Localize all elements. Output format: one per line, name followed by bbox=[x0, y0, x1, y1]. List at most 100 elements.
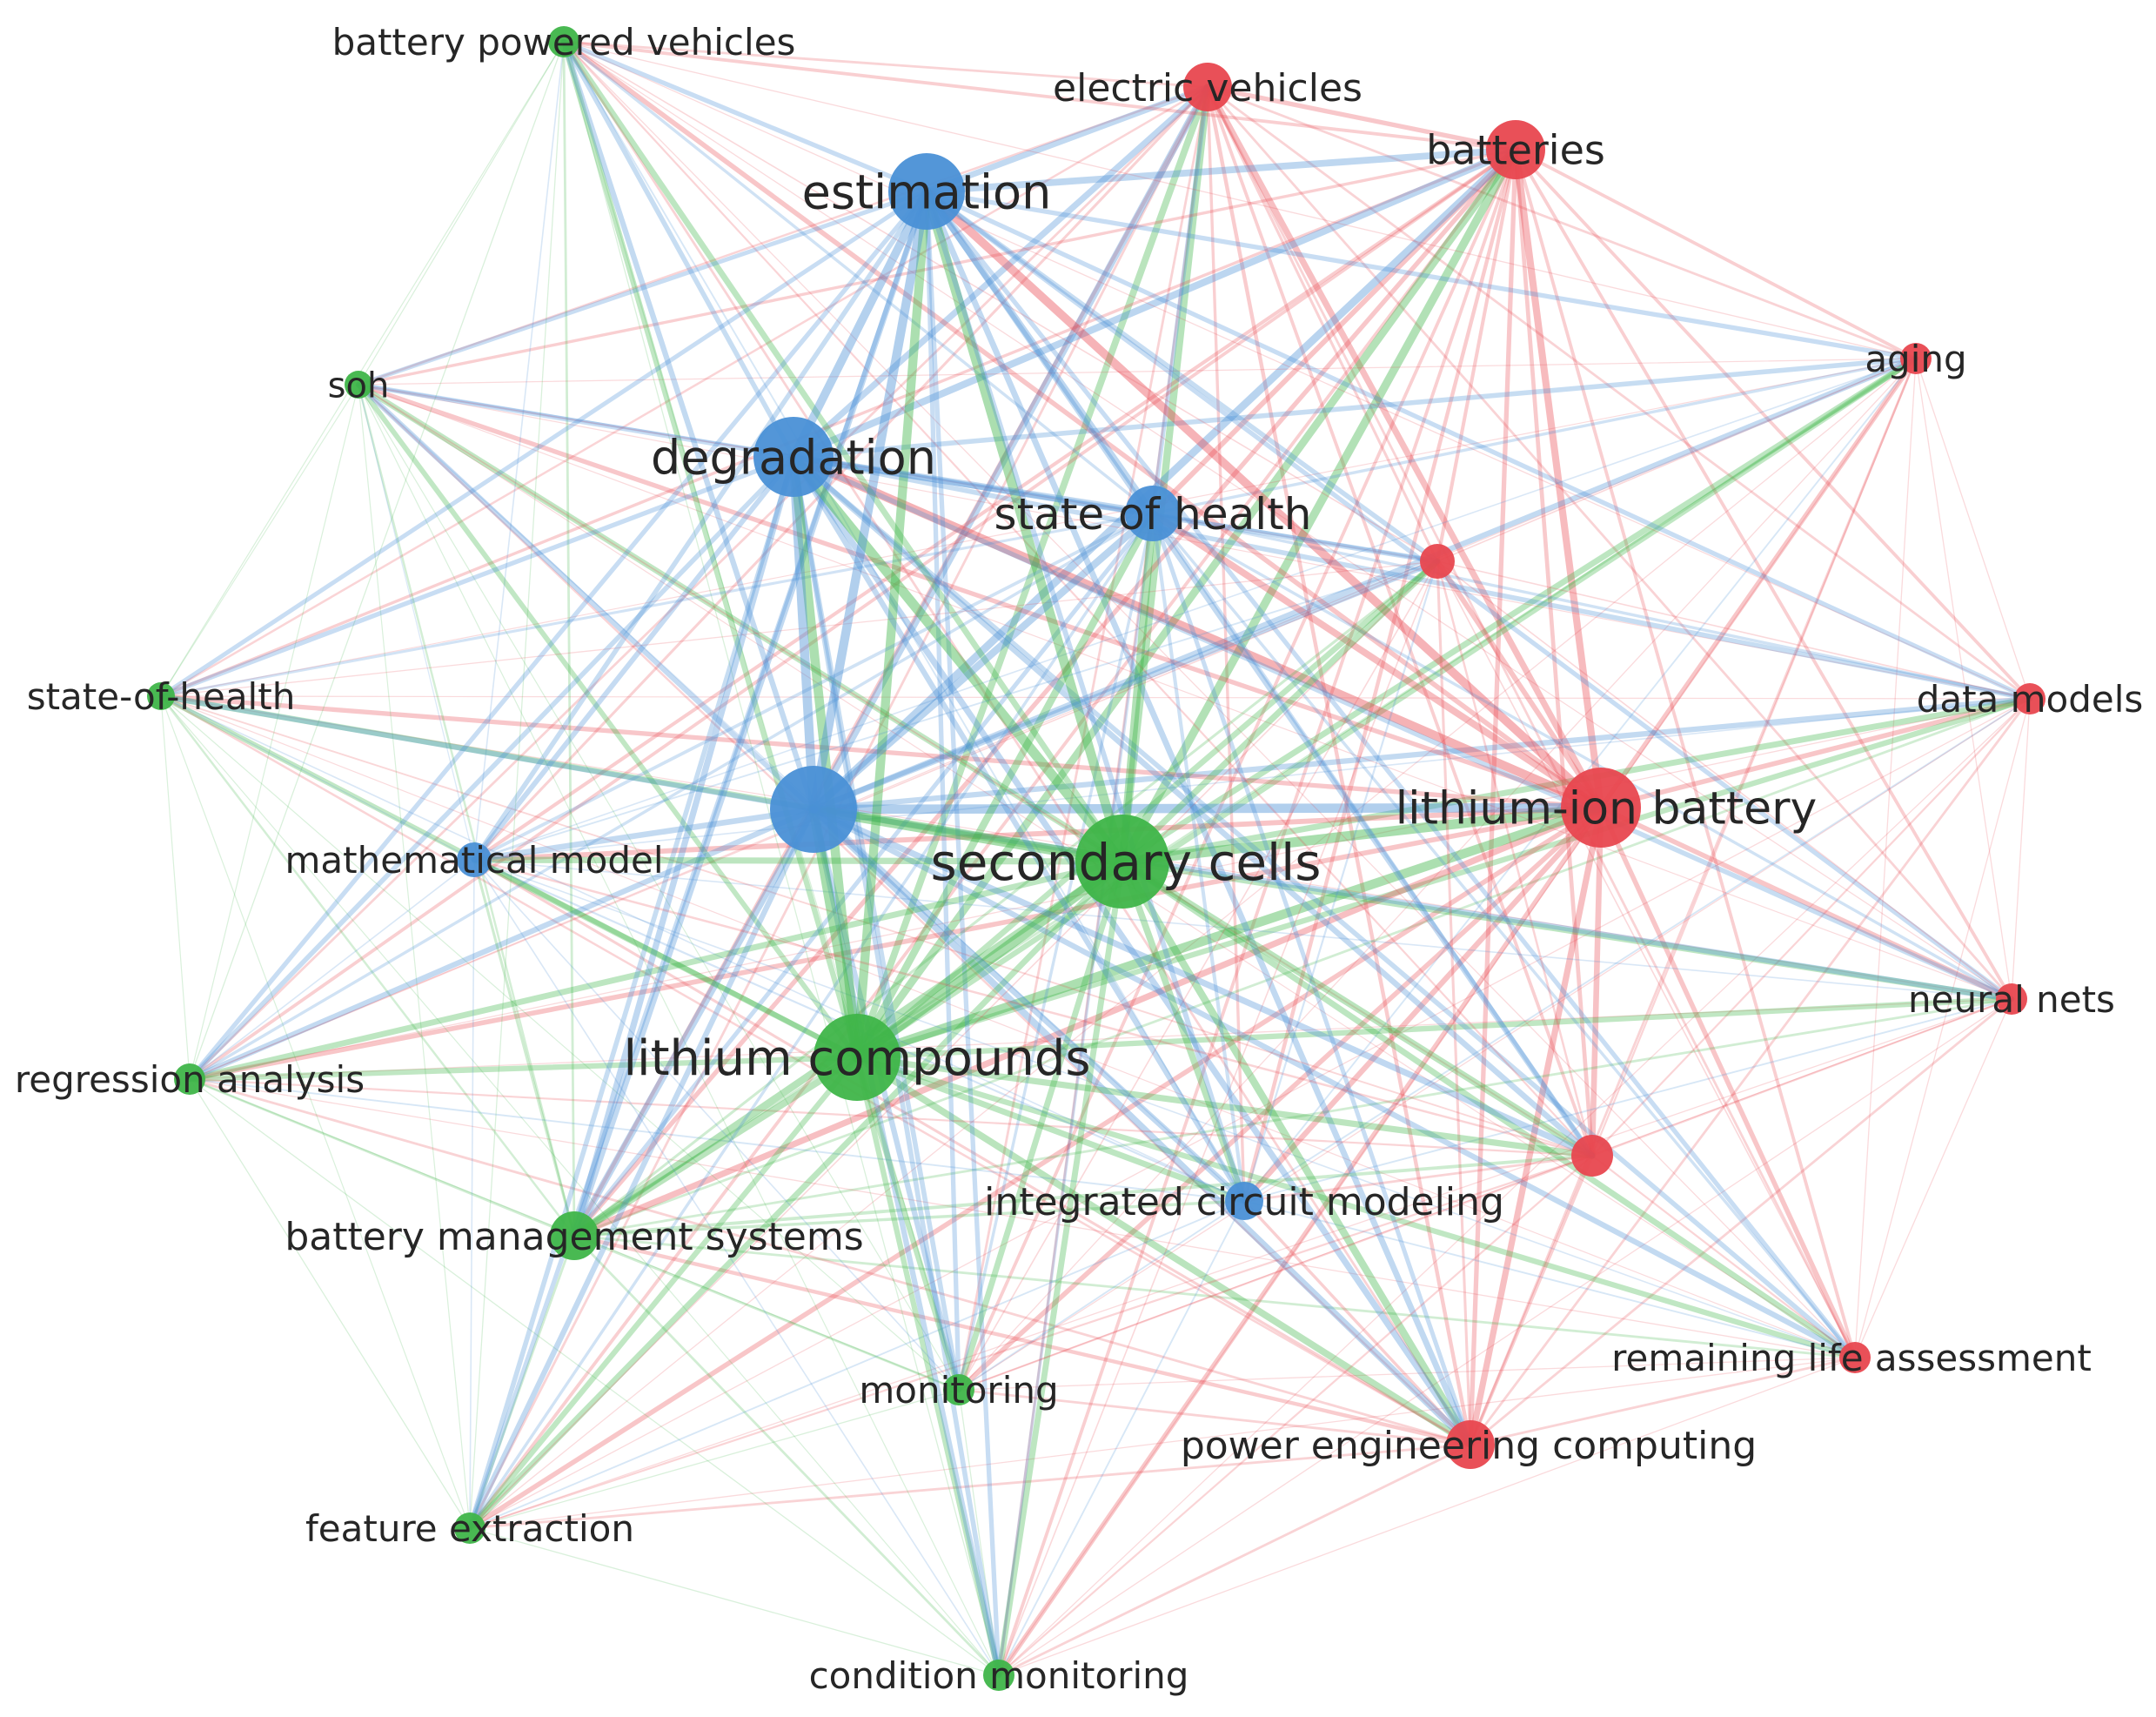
edge-state-of-health-to-integrated-circuit-modeling bbox=[1150, 511, 1247, 1204]
node-feature-extraction[interactable] bbox=[454, 1512, 485, 1544]
edge-monitoring-to-secondary-cells bbox=[955, 858, 1126, 1393]
edge-neural-nets-to-battery-powered-vehicles bbox=[563, 41, 2012, 1000]
edge-lithium-ion-battery-to-monitoring bbox=[956, 805, 1604, 1392]
node-battery-management-systems[interactable] bbox=[550, 1211, 599, 1260]
edge-batteries-to-neural-nets bbox=[1514, 148, 2013, 1001]
edge-batteries-to-aging bbox=[1514, 148, 1918, 360]
label-secondary-cells: secondary cells bbox=[930, 833, 1321, 892]
edge-monitoring-to-degradation bbox=[791, 454, 961, 1392]
edge-regression-analysis-to-state-of-health bbox=[188, 512, 1155, 1081]
edge-electric-vehicles-to-unlabeled-2 bbox=[810, 84, 1211, 813]
edge-lithium-ion-battery-to-lithium-compounds bbox=[852, 802, 1606, 1063]
edge-aging-to-mathematical-model bbox=[473, 358, 1917, 861]
edge-lithium-compounds-to-unlabeled-1 bbox=[854, 1054, 1596, 1159]
edge-remaining-life-assessment-to-battery-powered-vehicles bbox=[563, 41, 1856, 1358]
edge-aging-to-lithium-ion-battery bbox=[1598, 356, 1918, 810]
edge-battery-powered-vehicles-to-monitoring bbox=[563, 41, 960, 1391]
edge-feature-extraction-to-unlabeled-0 bbox=[469, 560, 1438, 1529]
edge-battery-management-systems-to-unlabeled-1 bbox=[572, 1154, 1594, 1237]
edge-batteries-to-degradation bbox=[789, 145, 1520, 461]
edge-lithium-compounds-to-unlabeled-0 bbox=[854, 558, 1441, 1061]
node-estimation[interactable] bbox=[888, 153, 965, 230]
edge-regression-analysis-to-unlabeled-2 bbox=[186, 806, 817, 1083]
edge-lithium-ion-battery-to-remaining-life-assessment bbox=[1598, 805, 1858, 1360]
edge-lithium-ion-battery-to-unlabeled-0 bbox=[1435, 559, 1604, 810]
node-unlabeled-0[interactable] bbox=[1420, 544, 1455, 579]
edge-lithium-ion-battery-to-state-of-health bbox=[158, 694, 1604, 810]
label-neural-nets: neural nets bbox=[1908, 978, 2115, 1021]
edge-remaining-life-assessment-to-degradation bbox=[791, 454, 1858, 1360]
edge-monitoring-to-lithium-compounds bbox=[854, 1054, 962, 1393]
edge-battery-management-systems-to-estimation bbox=[571, 188, 930, 1239]
node-data-models[interactable] bbox=[2014, 683, 2046, 714]
edge-batteries-to-feature-extraction bbox=[468, 148, 1517, 1530]
node-integrated-circuit-modeling[interactable] bbox=[1225, 1182, 1263, 1220]
edge-power-engineering-computing-to-mathematical-model bbox=[472, 858, 1472, 1446]
edge-estimation-to-degradation bbox=[789, 187, 931, 461]
node-mathematical-model[interactable] bbox=[457, 842, 492, 877]
edge-lithium-ion-battery-to-state-of-health bbox=[1149, 510, 1604, 811]
node-battery-powered-vehicles[interactable] bbox=[548, 26, 579, 57]
edge-remaining-life-assessment-to-power-engineering-computing bbox=[1469, 1356, 1857, 1446]
node-aging[interactable] bbox=[1900, 343, 1932, 374]
label-monitoring: monitoring bbox=[859, 1369, 1058, 1412]
edge-power-engineering-computing-to-feature-extraction bbox=[468, 1443, 1472, 1530]
edge-state-of-health-to-unlabeled-0 bbox=[1151, 512, 1439, 563]
edge-power-engineering-computing-to-unlabeled-0 bbox=[1436, 560, 1472, 1446]
edge-condition-monitoring-to-unlabeled-0 bbox=[998, 560, 1438, 1676]
edge-power-engineering-computing-to-integrated-circuit-modeling bbox=[1242, 1199, 1472, 1446]
edge-estimation-to-integrated-circuit-modeling bbox=[924, 189, 1247, 1204]
node-neural-nets[interactable] bbox=[1996, 983, 2027, 1015]
label-aging: aging bbox=[1865, 338, 1966, 380]
edge-electric-vehicles-to-lithium-ion-battery bbox=[1204, 84, 1604, 811]
node-regression-analysis[interactable] bbox=[174, 1063, 205, 1095]
edge-aging-to-degradation bbox=[791, 356, 1918, 459]
edge-monitoring-to-unlabeled-2 bbox=[810, 806, 962, 1393]
node-soh[interactable] bbox=[345, 371, 372, 399]
node-state-of-health[interactable] bbox=[1125, 486, 1181, 541]
edge-condition-monitoring-to-secondary-cells bbox=[995, 858, 1126, 1679]
edge-neural-nets-to-mathematical-model bbox=[473, 859, 2012, 1000]
node-unlabeled-1[interactable] bbox=[1571, 1135, 1613, 1177]
edge-electric-vehicles-to-soh bbox=[357, 85, 1209, 386]
edge-battery-powered-vehicles-to-state-of-health bbox=[160, 41, 565, 697]
node-electric-vehicles[interactable] bbox=[1183, 63, 1232, 111]
node-monitoring[interactable] bbox=[943, 1374, 974, 1405]
edge-battery-powered-vehicles-to-state-of-health bbox=[562, 40, 1155, 515]
edge-neural-nets-to-estimation bbox=[924, 189, 2014, 1002]
node-condition-monitoring[interactable] bbox=[983, 1660, 1014, 1691]
edge-data-models-to-state-of-health bbox=[1151, 512, 2032, 701]
edge-condition-monitoring-to-unlabeled-1 bbox=[997, 1154, 1594, 1677]
label-mathematical-model: mathematical model bbox=[285, 839, 664, 882]
edge-lithium-ion-battery-to-battery-management-systems bbox=[571, 804, 1604, 1239]
edge-lithium-compounds-to-degradation bbox=[788, 452, 862, 1063]
edge-state-of-health-to-integrated-circuit-modeling bbox=[160, 695, 1245, 1202]
node-lithium-compounds[interactable] bbox=[814, 1014, 901, 1101]
edge-neural-nets-to-condition-monitoring bbox=[998, 998, 2012, 1676]
node-power-engineering-computing[interactable] bbox=[1446, 1420, 1495, 1469]
label-regression-analysis: regression analysis bbox=[15, 1058, 365, 1101]
edge-batteries-to-integrated-circuit-modeling bbox=[1242, 147, 1518, 1204]
edge-electric-vehicles-to-state-of-health bbox=[1150, 84, 1210, 516]
node-degradation[interactable] bbox=[753, 417, 834, 497]
node-state-of-health[interactable] bbox=[147, 682, 175, 710]
edge-batteries-to-regression-analysis bbox=[188, 148, 1517, 1081]
label-batteries: batteries bbox=[1426, 127, 1605, 174]
node-remaining-life-assessment[interactable] bbox=[1839, 1342, 1871, 1373]
edge-secondary-cells-to-unlabeled-0 bbox=[1119, 558, 1441, 865]
edge-aging-to-battery-powered-vehicles bbox=[563, 41, 1917, 359]
label-degradation: degradation bbox=[651, 430, 936, 485]
node-unlabeled-2[interactable] bbox=[770, 766, 857, 853]
edge-aging-to-secondary-cells bbox=[1119, 355, 1919, 865]
edge-condition-monitoring-to-mathematical-model bbox=[473, 859, 1000, 1676]
edge-integrated-circuit-modeling-to-unlabeled-1 bbox=[1242, 1154, 1594, 1203]
node-secondary-cells[interactable] bbox=[1075, 815, 1169, 909]
edge-data-models-to-feature-extraction bbox=[469, 698, 2031, 1529]
label-state-of-health: state of health bbox=[994, 489, 1312, 540]
node-batteries[interactable] bbox=[1486, 120, 1545, 179]
edge-battery-management-systems-to-feature-extraction bbox=[468, 1234, 576, 1530]
edge-batteries-to-data-models bbox=[1514, 148, 2032, 701]
label-integrated-circuit-modeling: integrated circuit modeling bbox=[984, 1180, 1504, 1224]
edge-unlabeled-0-to-unlabeled-2 bbox=[810, 558, 1441, 813]
node-lithium-ion-battery[interactable] bbox=[1561, 768, 1641, 848]
